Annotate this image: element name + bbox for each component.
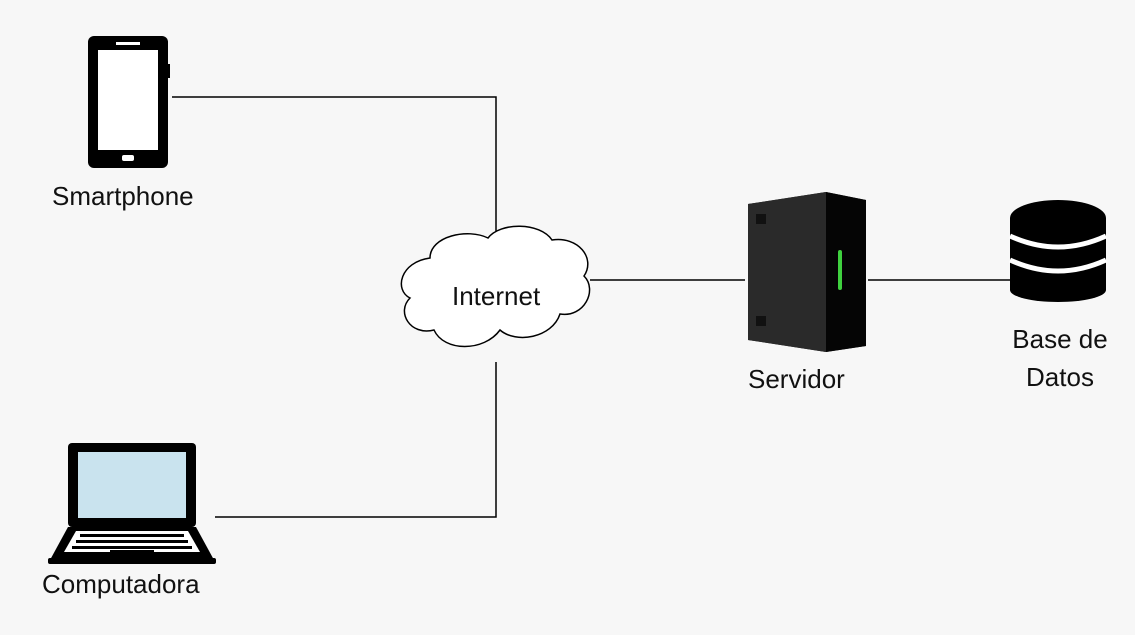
internet-label: Internet <box>452 281 541 311</box>
base-de-datos-label-line2: Datos <box>1026 362 1094 392</box>
base-de-datos-label-line1: Base de <box>1012 324 1108 354</box>
servidor-label: Servidor <box>748 364 845 394</box>
link-computadora-internet <box>215 362 497 518</box>
smartphone-label: Smartphone <box>52 181 194 211</box>
smartphone-icon <box>88 36 170 168</box>
base-de-datos-label: Base de Datos <box>1000 320 1120 396</box>
database-icon <box>1008 200 1108 302</box>
cloud-icon <box>400 225 591 348</box>
server-icon <box>748 192 866 352</box>
link-smartphone-internet <box>172 96 497 240</box>
laptop-icon <box>48 443 216 564</box>
computadora-label: Computadora <box>42 569 200 599</box>
